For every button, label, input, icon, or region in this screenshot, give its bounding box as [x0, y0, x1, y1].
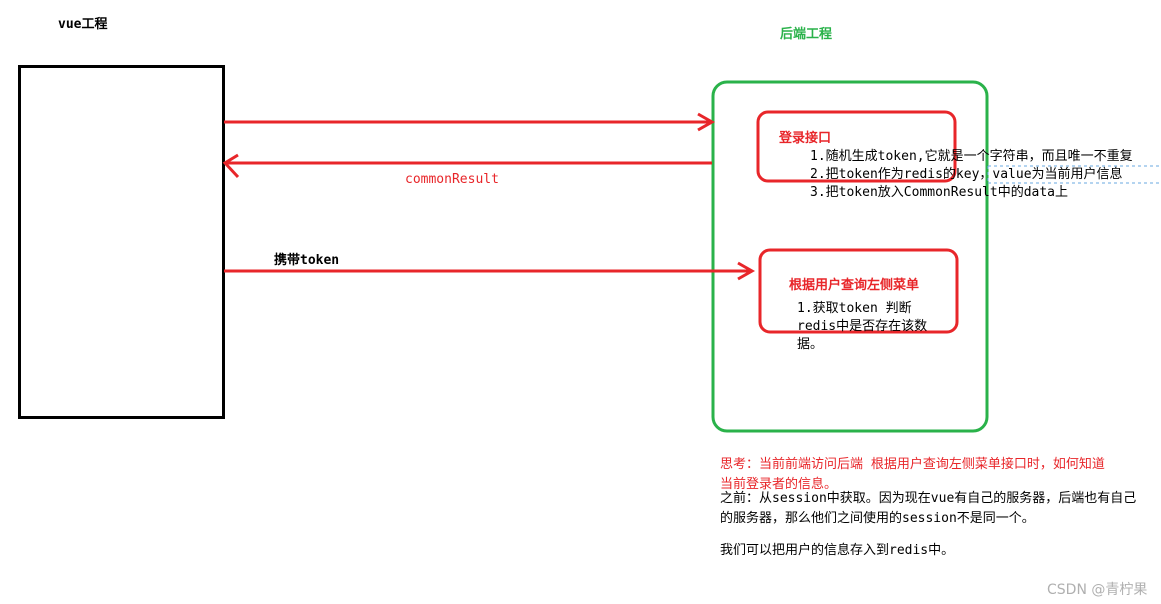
carry-token-label: 携带token: [274, 253, 340, 268]
before-line: 的服务器，那么他们之间使用的session不是同一个。: [720, 511, 1035, 526]
menu-interface-lines: 1.获取token 判断 redis中是否存在该数 据。: [797, 300, 927, 354]
request-arrow: [224, 112, 716, 132]
frontend-title: vue工程: [58, 17, 108, 32]
watermark: CSDN @青柠果: [1047, 582, 1148, 598]
return-label: commonResult: [405, 172, 499, 187]
login-step: 1.随机生成token,它就是一个字符串，而且唯一不重复: [810, 149, 1133, 164]
login-steps: 1.随机生成token,它就是一个字符串，而且唯一不重复 2.把token作为r…: [810, 148, 1133, 202]
login-step: 3.把token放入CommonResult中的data上: [810, 185, 1069, 200]
before-note: 之前：从session中获取。因为现在vue有自己的服务器，后端也有自己 的服务…: [720, 489, 1136, 529]
menu-line: 据。: [797, 337, 824, 352]
menu-line: 1.获取token 判断: [797, 301, 912, 316]
conclusion-note: 我们可以把用户的信息存入到redis中。: [720, 543, 955, 558]
menu-interface-title: 根据用户查询左侧菜单: [789, 278, 920, 293]
backend-title: 后端工程: [780, 27, 833, 42]
login-step: 2.把token作为redis的key，value为当前用户信息: [810, 167, 1123, 182]
think-line: 当前登录者的信息。: [720, 477, 838, 492]
before-line: 之前：从session中获取。因为现在vue有自己的服务器，后端也有自己: [720, 491, 1137, 506]
think-line: 思考：当前前端访问后端 根据用户查询左侧菜单接口时，如何知道: [720, 457, 1105, 472]
return-arrow: [222, 153, 712, 179]
login-interface-title: 登录接口: [779, 131, 832, 146]
frontend-box: [18, 65, 225, 419]
backend-box: [711, 80, 989, 433]
think-note: 思考：当前前端访问后端 根据用户查询左侧菜单接口时，如何知道 当前登录者的信息。: [720, 455, 1105, 495]
login-interface-box: [756, 110, 957, 183]
menu-line: redis中是否存在该数: [797, 319, 928, 334]
carry-token-arrow: [224, 261, 756, 281]
menu-interface-box: [758, 248, 959, 334]
dashed-connector: [987, 165, 1161, 184]
